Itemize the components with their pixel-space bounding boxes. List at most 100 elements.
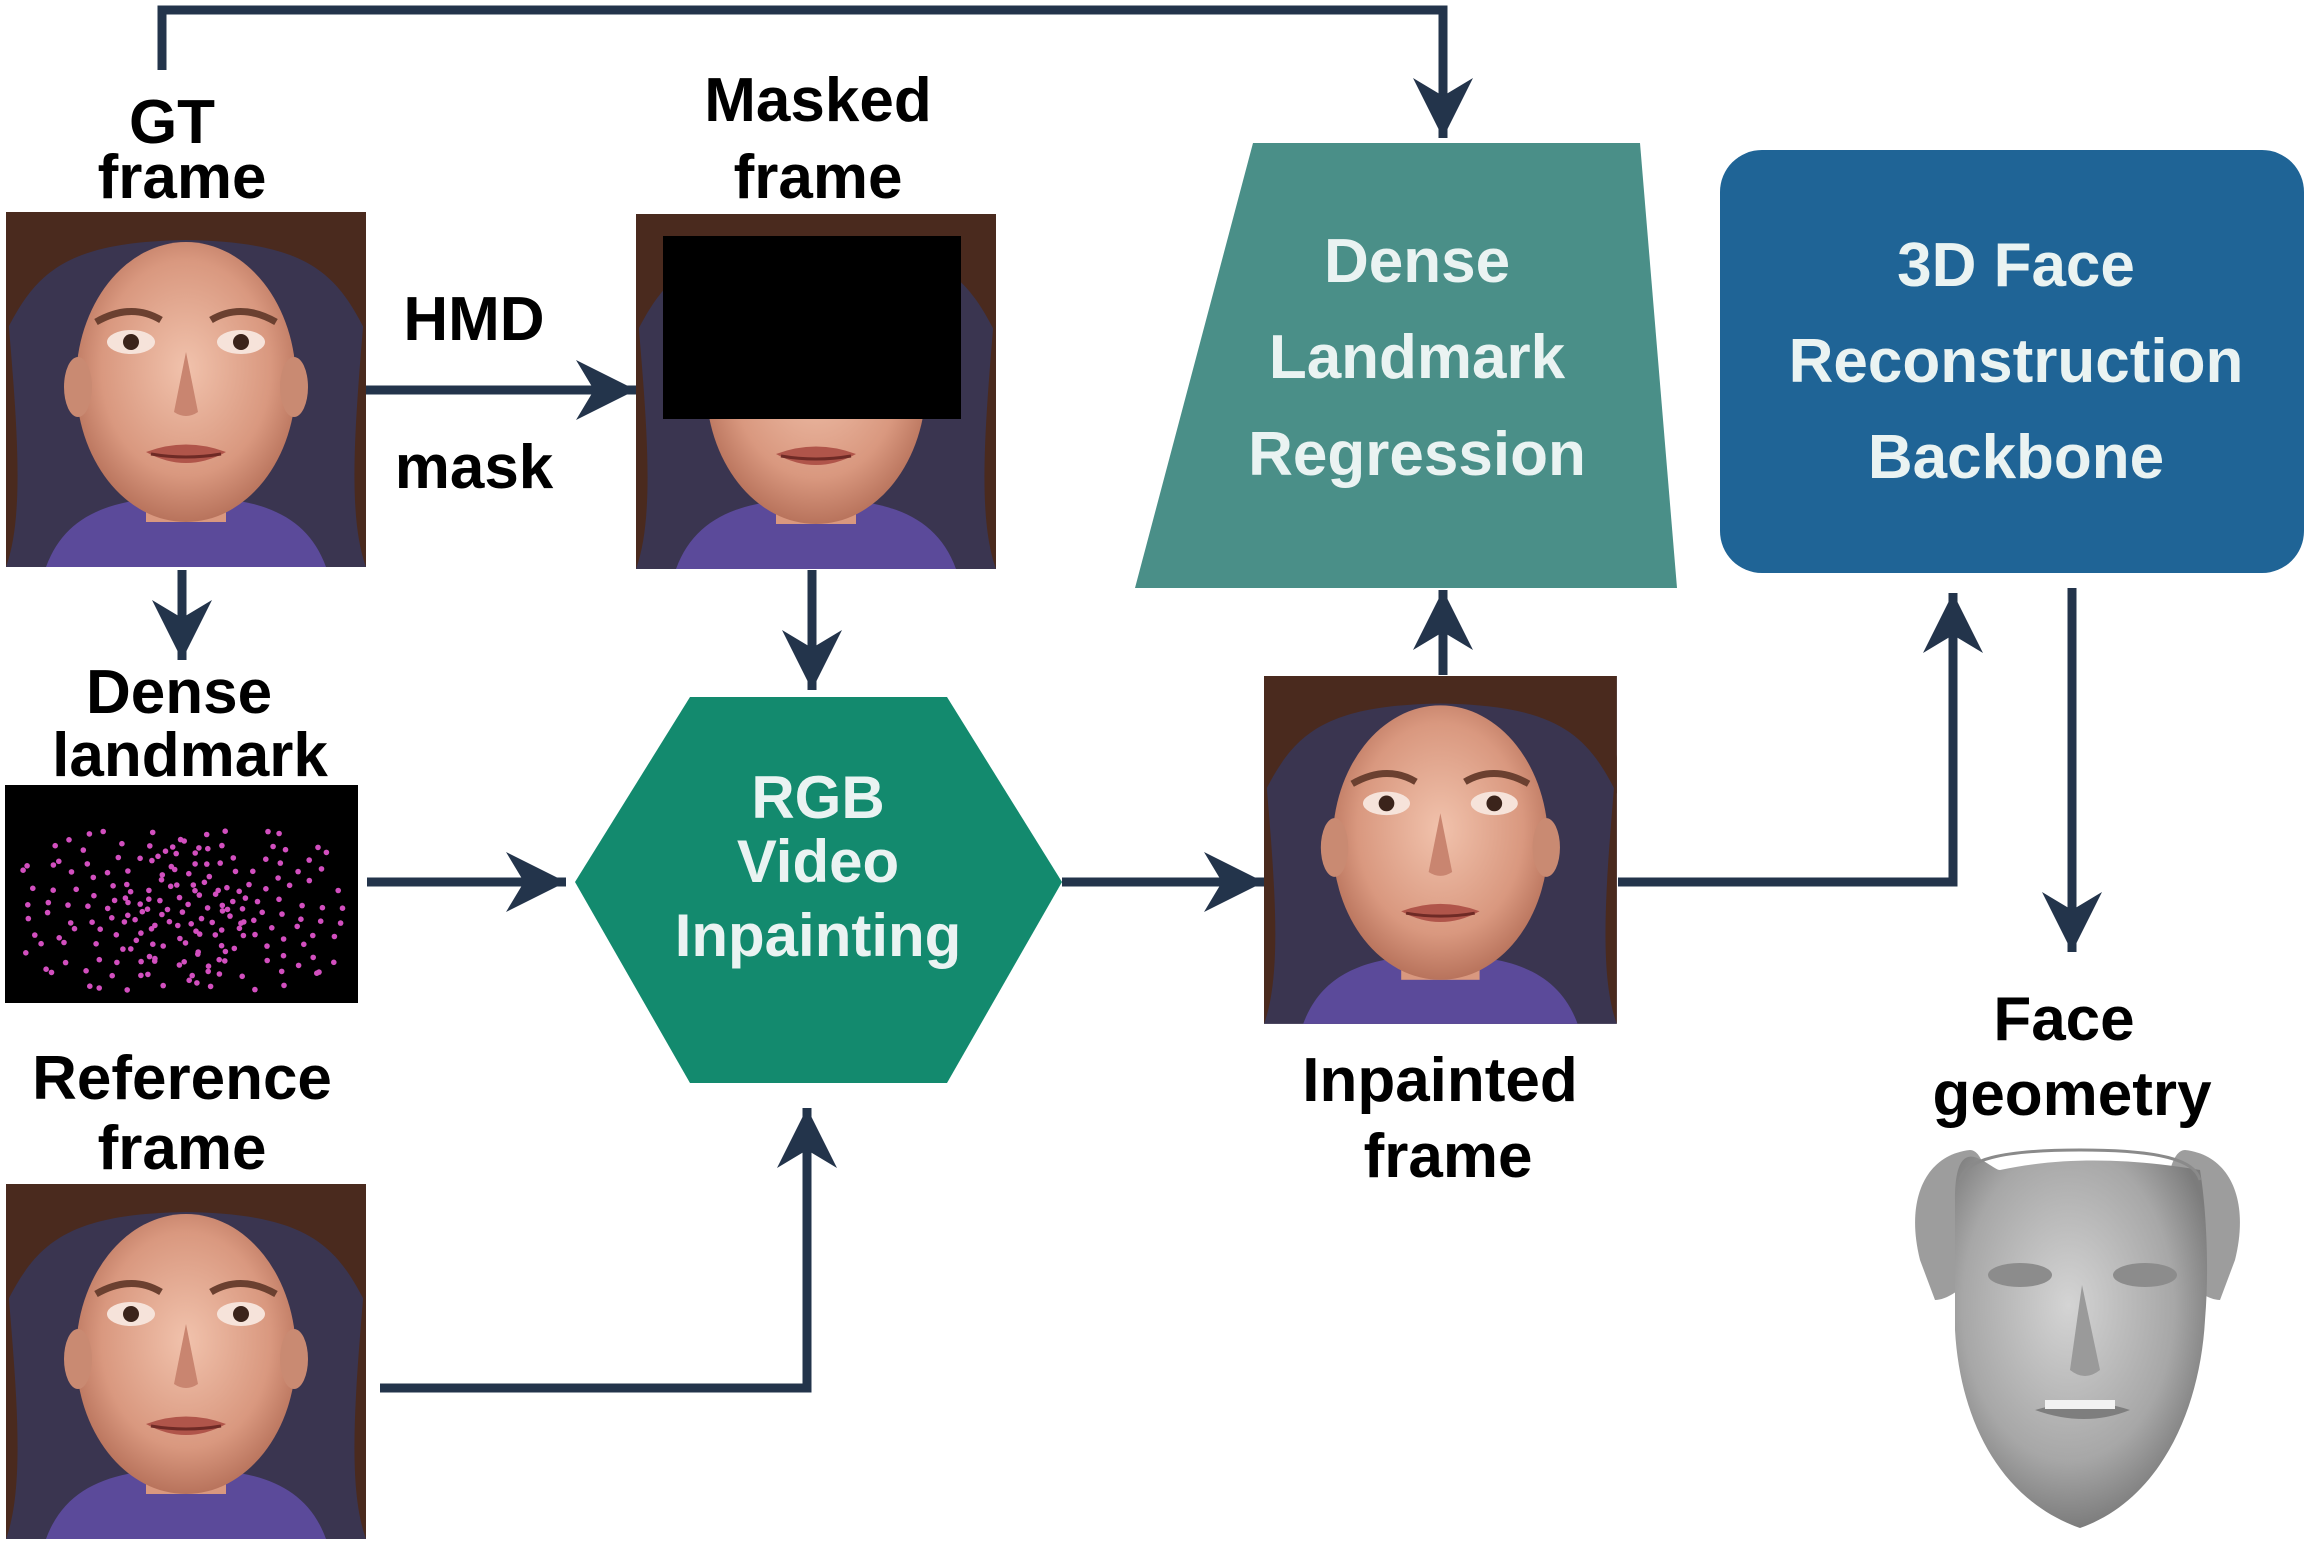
- dense-landmark-regression-node: [1135, 143, 1677, 588]
- landmark-dot: [189, 972, 195, 979]
- landmark-dot: [280, 952, 287, 959]
- landmark-dot: [192, 861, 198, 867]
- landmark-dot: [25, 915, 32, 922]
- backbone-label-line3: Backbone: [1868, 423, 2164, 492]
- reconstruction-backbone-node: [1720, 150, 2304, 573]
- landmark-dot: [227, 913, 233, 919]
- landmark-dot: [317, 918, 324, 924]
- landmark-dot: [84, 861, 91, 867]
- landmark-dot: [146, 896, 152, 902]
- landmark-dot: [62, 959, 69, 966]
- landmark-dot: [96, 985, 102, 991]
- landmark-dot: [306, 877, 313, 884]
- landmark-dot: [24, 863, 30, 869]
- landmark-dot: [43, 966, 49, 972]
- reference-frame-image: [6, 1184, 366, 1539]
- landmark-dot: [52, 842, 58, 849]
- landmark-dot: [56, 935, 62, 941]
- landmark-dot: [275, 875, 281, 881]
- landmark-dot: [115, 854, 122, 861]
- landmark-dot: [149, 857, 155, 864]
- landmark-dot: [71, 925, 78, 932]
- landmark-dot: [276, 830, 282, 837]
- landmark-dot: [212, 932, 219, 938]
- landmark-dot: [254, 898, 261, 905]
- landmark-dot: [145, 971, 151, 978]
- landmark-dot: [137, 855, 143, 862]
- dense-landmark-label-line1: Dense: [86, 658, 272, 727]
- landmark-dot: [331, 933, 338, 940]
- landmark-dot: [201, 879, 208, 886]
- landmark-dot: [295, 962, 302, 969]
- landmark-dot: [339, 905, 346, 911]
- landmark-dot: [128, 946, 134, 952]
- landmark-dot: [174, 882, 180, 888]
- landmark-dot: [91, 892, 97, 899]
- landmark-dot: [279, 911, 285, 917]
- landmark-dot: [236, 925, 243, 932]
- landmark-dot: [167, 883, 174, 890]
- landmark-dot: [150, 941, 156, 947]
- landmark-dot: [282, 846, 289, 853]
- landmark-dot: [111, 897, 118, 904]
- landmark-dot: [314, 970, 320, 976]
- landmark-dot: [173, 850, 179, 857]
- landmark-dot: [109, 915, 115, 921]
- landmark-dot: [232, 868, 239, 875]
- landmark-dot: [230, 898, 236, 905]
- landmark-dot: [222, 828, 228, 834]
- hmd-label: HMD: [403, 285, 544, 354]
- hmd-mask-block: [663, 236, 961, 419]
- inpainted-frame-image: [1264, 676, 1617, 1024]
- landmark-dot: [90, 874, 97, 881]
- dense-landmark-label-line2: landmark: [52, 721, 328, 790]
- landmark-dot: [206, 873, 213, 880]
- landmark-dot: [264, 943, 270, 949]
- landmark-dot: [230, 855, 237, 861]
- rgb-inpainting-label-line2: Video: [737, 828, 899, 895]
- rgb-video-inpainting-node: [575, 697, 1062, 1083]
- landmark-dot: [212, 891, 219, 897]
- landmark-dot: [157, 897, 163, 904]
- landmark-dot: [318, 866, 325, 872]
- regression-label-line3: Regression: [1248, 420, 1586, 489]
- landmark-dot: [265, 828, 271, 835]
- landmark-dot: [195, 949, 201, 955]
- landmark-dot: [138, 930, 144, 936]
- landmark-dot: [169, 844, 176, 850]
- landmark-dot: [146, 887, 152, 894]
- landmark-dot: [30, 885, 36, 892]
- landmark-dot: [281, 982, 287, 989]
- landmark-dot: [269, 925, 275, 931]
- landmark-dot: [231, 945, 238, 952]
- landmark-dot: [152, 922, 158, 929]
- landmark-dot: [160, 982, 166, 989]
- landmark-dot: [179, 909, 186, 915]
- masked-frame-image: [636, 214, 996, 569]
- landmark-dot: [100, 828, 106, 835]
- reference-frame-label-line2: frame: [98, 1114, 267, 1183]
- landmark-dot: [146, 953, 153, 960]
- landmark-dot: [155, 853, 161, 860]
- landmark-dot: [219, 842, 225, 849]
- landmark-dot: [295, 868, 301, 875]
- landmark-dot: [277, 860, 284, 866]
- landmark-dot: [278, 968, 285, 975]
- landmark-dot: [125, 912, 131, 919]
- landmark-dot: [207, 983, 214, 990]
- landmark-dot: [159, 872, 166, 878]
- gt-frame-label-line2: frame: [98, 143, 267, 212]
- landmark-dot: [204, 905, 211, 911]
- landmark-dot: [182, 940, 189, 946]
- landmark-dot: [113, 932, 120, 938]
- landmark-dot: [50, 887, 56, 893]
- landmark-dot: [149, 829, 156, 836]
- landmark-dot: [125, 899, 131, 906]
- landmark-dot: [185, 901, 191, 908]
- landmark-dot: [104, 869, 111, 876]
- landmark-dot: [96, 956, 103, 963]
- landmark-dot: [83, 968, 89, 974]
- landmark-dot: [219, 902, 226, 909]
- landmark-dot: [259, 909, 266, 916]
- landmark-dot: [56, 858, 62, 865]
